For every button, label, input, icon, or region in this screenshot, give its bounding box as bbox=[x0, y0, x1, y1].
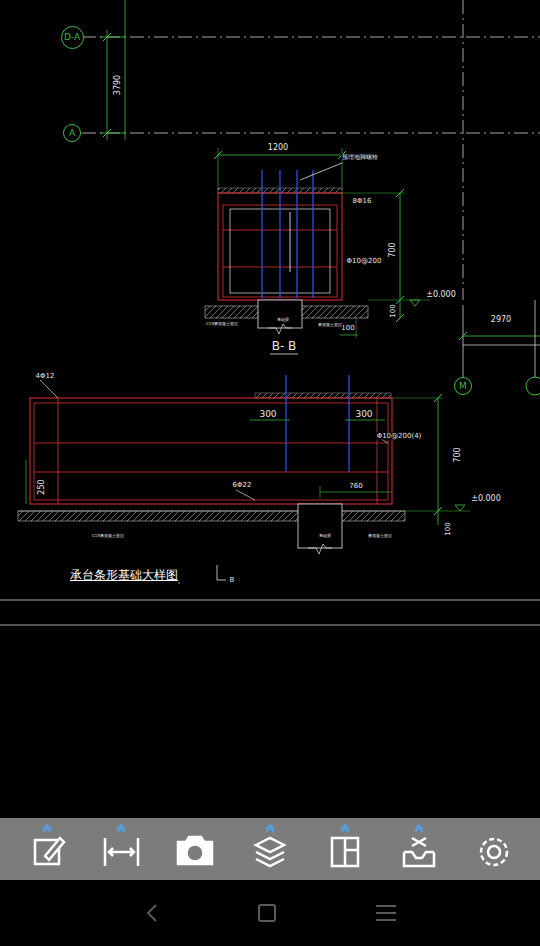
drawing-annotation: C15素混凝土垫层 bbox=[205, 322, 239, 326]
axis-bubble: A bbox=[63, 124, 81, 142]
drawing-annotation: 1200 bbox=[267, 144, 289, 152]
axis-bubble: D-A bbox=[61, 26, 84, 49]
drawing-annotation: B bbox=[229, 577, 236, 584]
strip-foundation bbox=[18, 375, 470, 583]
axis-label: D-A bbox=[64, 33, 80, 42]
frame-line bbox=[0, 600, 540, 601]
axis-bubble: M bbox=[454, 377, 472, 395]
drawing-annotation: Φ10@200 bbox=[346, 258, 383, 265]
drawing-annotation: 100 bbox=[445, 521, 452, 536]
frame-line bbox=[0, 625, 540, 626]
drawing-annotation: 基础梁 bbox=[318, 534, 332, 538]
drawing-annotation: 100 bbox=[390, 303, 397, 318]
drawing-caption: 承台条形基础大样图 bbox=[70, 567, 178, 584]
drawing-annotation: Φ10@200(4) bbox=[376, 433, 423, 440]
drawing-annotation: 700 bbox=[389, 241, 397, 258]
axis-grid bbox=[82, 0, 540, 395]
drawing-annotation: ±0.000 bbox=[470, 495, 502, 503]
toolbar bbox=[0, 818, 540, 880]
drawing-annotation: 760 bbox=[348, 483, 363, 490]
section-b-b bbox=[205, 148, 430, 354]
axis-label: A bbox=[69, 129, 75, 138]
drawing-annotation: 素混凝土垫层 bbox=[317, 323, 343, 327]
drawing-annotation: 4Φ12 bbox=[35, 373, 56, 380]
nav-bar bbox=[148, 905, 396, 921]
drawing-annotation: 300 bbox=[258, 410, 277, 419]
drawing-annotation: 基础梁 bbox=[276, 318, 290, 322]
drawing-annotation: 2970 bbox=[490, 316, 512, 324]
drawing-annotation: 300 bbox=[354, 410, 373, 419]
drawing-annotation: ±0.000 bbox=[425, 291, 457, 299]
drawing-annotation: 8Φ16 bbox=[352, 198, 373, 205]
drawing-annotation: 6Φ22 bbox=[232, 482, 253, 489]
drawing-annotation: B- B bbox=[271, 340, 298, 352]
drawing-annotation: 素混凝土垫层 bbox=[367, 534, 393, 538]
axis-label: M bbox=[459, 382, 467, 391]
drawing-annotation: 预埋地脚螺栓 bbox=[341, 154, 379, 160]
drawing-annotation: C15素混凝土垫层 bbox=[91, 534, 125, 538]
drawing-annotation: 700 bbox=[454, 446, 462, 463]
drawing-annotation: 3790 bbox=[114, 74, 122, 96]
drawing-annotation: 250 bbox=[38, 478, 46, 495]
